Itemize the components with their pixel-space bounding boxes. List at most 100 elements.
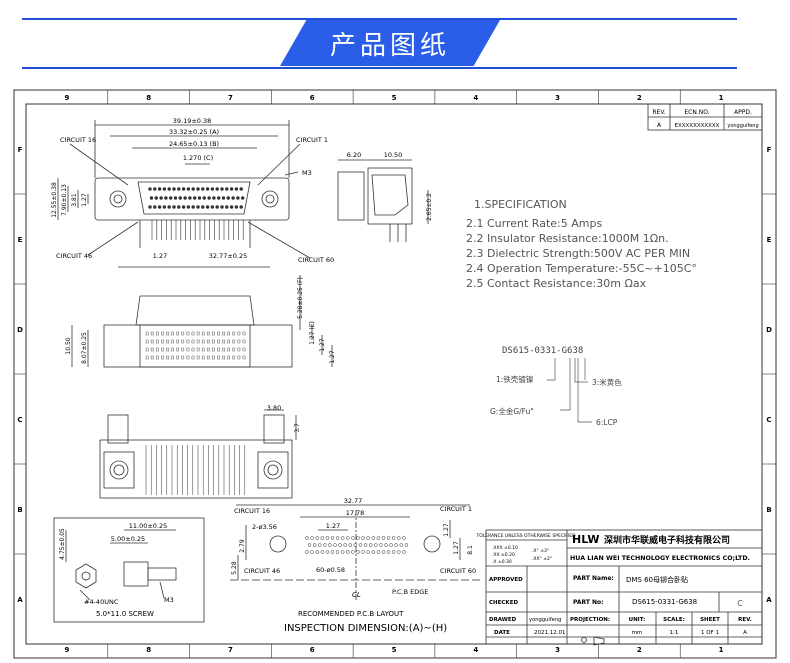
- contact-pin: [205, 205, 210, 209]
- bottom-dim-37: 3.7: [294, 423, 301, 433]
- contact-pin: [240, 196, 245, 200]
- side-dim-265: 2.65±0.2: [426, 193, 433, 221]
- contact-pin: [192, 196, 197, 200]
- tol-2: .XX ±0.20: [492, 552, 515, 558]
- pcb-hole: [386, 550, 391, 554]
- pcb-hole: [325, 536, 330, 540]
- contact-pin: [178, 196, 183, 200]
- ecn-header: ECN.NO.: [684, 109, 709, 116]
- pcb-hole: [381, 536, 386, 540]
- rev-mark: C: [737, 599, 743, 608]
- spec-item-4: 2.4 Operation Temperature:-55C~+105C°: [466, 262, 697, 275]
- drawer-name: yongguifeng: [529, 617, 561, 623]
- contact-pin: [201, 187, 205, 191]
- pcb-hole: [335, 536, 340, 540]
- front-pin: [171, 339, 174, 344]
- contact-pin: [172, 205, 176, 209]
- contact-pin: [234, 187, 239, 191]
- spec-item-2: 2.2 Insulator Resistance:1000M 1Ωn.: [466, 232, 669, 245]
- grid-col-label: 2: [637, 94, 642, 102]
- side-dim-620: 6.20: [347, 151, 361, 159]
- front-pin: [242, 331, 246, 336]
- front-pin: [155, 347, 159, 352]
- side-dim-1050: 10.50: [384, 151, 403, 159]
- pcb-hole: [340, 536, 345, 540]
- pcb-dim-3277: 32.77: [344, 497, 363, 505]
- banner-title: 产品图纸: [329, 30, 450, 61]
- front-pin: [196, 339, 200, 344]
- pcb-hole: [330, 536, 335, 540]
- dim-035: 32.77±0.25: [209, 252, 248, 260]
- front-pin: [161, 339, 164, 344]
- front-pin: [201, 331, 205, 336]
- rev-label: REV.: [738, 617, 752, 623]
- front-pin: [201, 339, 205, 344]
- front-pin: [232, 331, 236, 336]
- front-pin: [171, 355, 174, 360]
- grid-col-label: 9: [64, 646, 69, 654]
- front-pin: [166, 331, 169, 336]
- pcb-hole: [361, 536, 365, 540]
- pcb-hole: [397, 536, 401, 540]
- front-pin: [227, 355, 231, 360]
- pcb-hole: [399, 543, 404, 547]
- front-pin: [186, 339, 190, 344]
- sheet-label: SHEET: [700, 617, 720, 623]
- pcb-dim-279: 2.79: [239, 539, 246, 553]
- pcb-hole: [305, 536, 309, 540]
- label-circuit-16: CIRCUIT 16: [60, 136, 96, 144]
- front-pin: [191, 331, 195, 336]
- company-logo: HLW: [572, 533, 600, 546]
- front-pin: [237, 347, 241, 352]
- grid-col-label: 1: [719, 646, 724, 654]
- front-pin: [217, 347, 220, 352]
- revision-table: REV. ECN.NO. APPD. A EXXXXXXXXXXX yonggu…: [647, 103, 763, 131]
- contact-pin: [167, 187, 171, 191]
- part-code: DS615-0331-G638: [502, 346, 583, 356]
- contact-pin: [157, 187, 162, 191]
- rev-header: REV.: [652, 109, 665, 116]
- pcb-hole: [368, 543, 373, 547]
- dim-b: 24.65±0.13 (B): [169, 140, 219, 148]
- note-3: 3:米黄色: [592, 377, 622, 387]
- contact-pin: [196, 187, 200, 191]
- grid-row-label: A: [766, 596, 772, 604]
- contact-pin: [149, 196, 154, 200]
- front-pin: [212, 339, 215, 344]
- contact-pin: [164, 196, 168, 200]
- inner-frame: [25, 103, 763, 645]
- pcb-dim-127-v: 1.27: [443, 523, 450, 537]
- front-pin: [206, 347, 210, 352]
- grid-col-label: 6: [310, 646, 315, 654]
- grid-row-label: B: [17, 506, 22, 514]
- front-pin: [217, 339, 220, 344]
- specification: 1.SPECIFICATION 2.1 Current Rate:5 Amps …: [466, 198, 697, 290]
- front-pin: [212, 347, 215, 352]
- contact-pin: [162, 187, 167, 191]
- front-pin: [237, 355, 241, 360]
- pcb-dim-127: 1.27: [326, 522, 340, 530]
- contact-pin: [167, 205, 171, 209]
- screw-dim-500: 5.00±0.25: [111, 535, 145, 543]
- grid-row-label: E: [18, 236, 23, 244]
- grid-col-label: 2: [637, 646, 642, 654]
- spec-item-5: 2.5 Contact Resistance:30m Ωax: [466, 277, 647, 290]
- front-pin: [161, 355, 164, 360]
- front-pin: [181, 331, 185, 336]
- pcb-hole: [320, 550, 325, 554]
- front-pin: [242, 347, 246, 352]
- front-pin: [181, 339, 185, 344]
- grid-row-label: E: [767, 236, 772, 244]
- pcb-layout: [230, 504, 480, 600]
- pcb-hole: [397, 550, 401, 554]
- label-circuit-1: CIRCUIT 1: [296, 136, 328, 144]
- projection-label: PROJECTION:: [570, 617, 610, 623]
- unit-value: mm: [632, 630, 643, 636]
- pcb-hole: [310, 536, 314, 540]
- spec-title: 1.SPECIFICATION: [474, 198, 567, 211]
- front-pin: [145, 331, 149, 336]
- front-pin: [227, 347, 231, 352]
- title-block: [485, 529, 763, 646]
- contact-pin: [196, 205, 200, 209]
- unit-label: UNIT:: [629, 617, 646, 623]
